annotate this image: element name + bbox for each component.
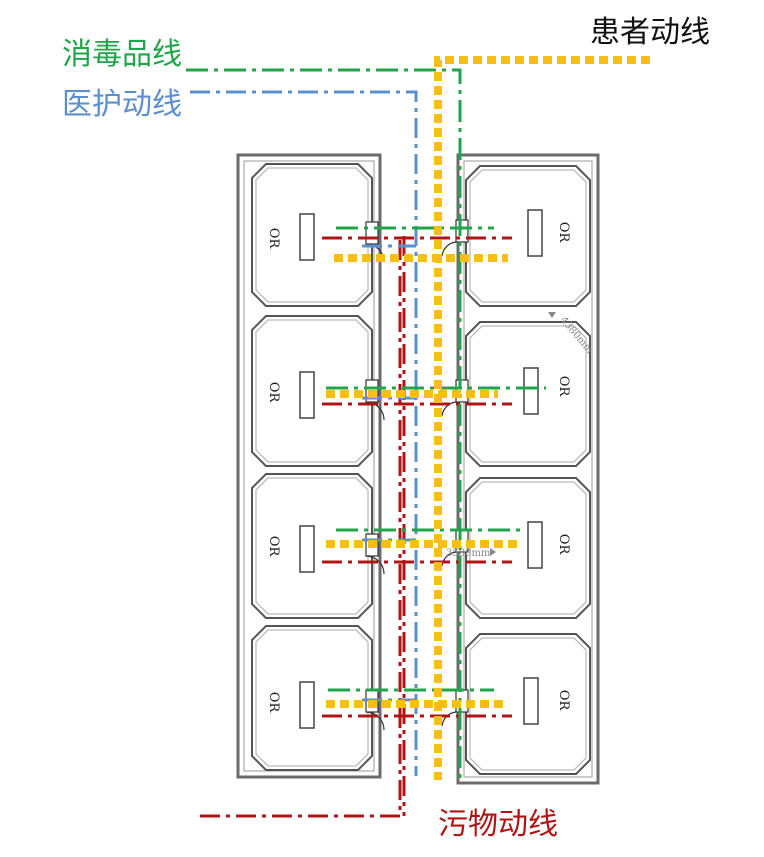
room-label: OR <box>266 692 281 714</box>
room-label: OR <box>556 222 571 244</box>
room-cabinet <box>299 213 315 261</box>
right-room-1: OR <box>465 165 591 307</box>
waste-flow-line <box>200 236 512 818</box>
room-cabinet <box>299 681 315 729</box>
right-room-2: OR <box>465 321 591 467</box>
room-label: OR <box>556 690 571 712</box>
left-room-4: OR <box>251 625 373 771</box>
room-cabinet <box>527 521 543 569</box>
patient-flow-label: 患者动线 <box>590 15 710 50</box>
room-cabinet <box>299 525 315 573</box>
patient-flow-line <box>326 56 650 780</box>
room-label: OR <box>556 376 571 398</box>
room-cabinet <box>527 209 543 257</box>
disinfect-flow-label: 消毒品线 <box>62 37 182 72</box>
left-room-1: OR <box>251 163 373 307</box>
right-room-4: OR <box>465 633 591 775</box>
room-label: OR <box>266 382 281 404</box>
room-cabinet <box>523 367 539 415</box>
room-cabinet <box>299 371 315 419</box>
room-cabinet <box>523 677 539 725</box>
left-room-3: OR <box>251 473 373 619</box>
disinfect-flow-line <box>186 68 546 780</box>
right-or-block <box>456 153 600 785</box>
waste-flow-label: 污物动线 <box>438 807 558 842</box>
corridor-dimension: 3500mm <box>446 548 491 559</box>
room-label: OR <box>556 534 571 556</box>
room-label: OR <box>266 228 281 250</box>
medical-flow-label: 医护动线 <box>62 87 182 122</box>
left-room-2: OR <box>251 315 373 467</box>
room-label: OR <box>266 536 281 558</box>
